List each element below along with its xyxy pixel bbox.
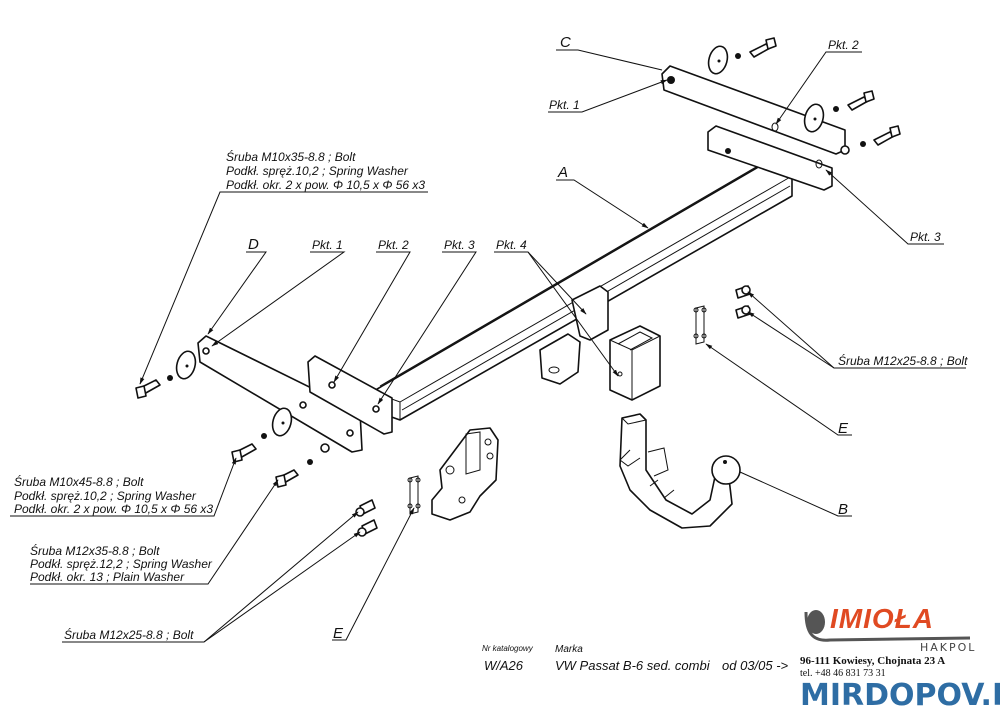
- label-part-e-right: E: [838, 420, 849, 437]
- label-part-a: A: [557, 164, 568, 181]
- brand-logo: IMIOŁA HAKPOL: [804, 603, 976, 654]
- callout-line: Podkł. okr. 2 x pow. Φ 10,5 x Φ 56 x3: [226, 178, 425, 192]
- label-mid-pkt3: Pkt. 3: [444, 238, 475, 252]
- hook-logo-icon: [804, 611, 971, 642]
- hook-ball-icon: [807, 610, 825, 634]
- label-mid-pkt4: Pkt. 4: [496, 238, 527, 252]
- callout-bolt-m12x25-right: Śruba M12x25-8.8 ; Bolt: [838, 353, 968, 368]
- date-range: od 03/05 ->: [722, 658, 789, 673]
- callout-bolt-m12x35: Śruba M12x35-8.8 ; Bolt Podkł. spręż.12,…: [30, 543, 213, 584]
- label-part-c: C: [560, 34, 571, 51]
- tow-ball-part-b: [619, 413, 741, 529]
- brand-phone: tel. +48 46 831 73 31: [800, 668, 886, 679]
- callout-line: Podkł. okr. 13 ; Plain Washer: [30, 570, 185, 584]
- plate-part-d: [197, 335, 363, 453]
- watermark: MIRDOPOV.RU: [800, 678, 1000, 707]
- brand-address: 96-111 Kowiesy, Chojnata 23 A: [800, 655, 945, 667]
- bolts-m12x25-left: [355, 499, 378, 537]
- socket-bracket-e-left: [407, 475, 421, 515]
- label-top-pkt3: Pkt. 3: [910, 230, 941, 244]
- callout-line: Podkł. spręż.10,2 ; Spring Washer: [14, 489, 197, 503]
- make-value: VW Passat B-6 sed. combi: [555, 658, 711, 673]
- socket-bracket-e-right: [693, 305, 707, 345]
- label-part-e-left: E: [333, 625, 344, 642]
- callout-bolt-m10x45: Śruba M10x45-8.8 ; Bolt Podkł. spręż.10,…: [14, 474, 213, 516]
- callout-bolt-m12x25-left: Śruba M12x25-8.8 ; Bolt: [64, 627, 194, 642]
- label-top-pkt1: Pkt. 1: [549, 98, 580, 112]
- label-part-d: D: [248, 236, 259, 253]
- callout-line: Podkł. spręż.10,2 ; Spring Washer: [226, 164, 409, 178]
- socket-mount-bracket: [431, 427, 499, 521]
- callout-line: Śruba M10x35-8.8 ; Bolt: [226, 149, 356, 164]
- title-block: Nr katalogowy W/A26 Marka VW Passat B-6 …: [482, 644, 789, 673]
- callout-line: Podkł. spręż.12,2 ; Spring Washer: [30, 557, 213, 571]
- callout-line: Śruba M10x45-8.8 ; Bolt: [14, 474, 144, 489]
- receiver-box: [609, 325, 661, 401]
- bolts-m12x25-right: [735, 285, 751, 319]
- label-top-pkt2: Pkt. 2: [828, 38, 859, 52]
- catalog-value: W/A26: [484, 658, 524, 673]
- callout-line: Śruba M12x35-8.8 ; Bolt: [30, 543, 160, 558]
- logo-text: IMIOŁA: [830, 603, 934, 634]
- callout-line: Podkł. okr. 2 x pow. Φ 10,5 x Φ 56 x3: [14, 502, 213, 516]
- logo-subtext: HAKPOL: [920, 641, 976, 654]
- make-label: Marka: [555, 644, 583, 655]
- leader-lines: [10, 49, 966, 643]
- label-part-b: B: [838, 501, 848, 518]
- catalog-label: Nr katalogowy: [482, 644, 534, 653]
- callout-bolt-m10x35: Śruba M10x35-8.8 ; Bolt Podkł. spręż.10,…: [226, 149, 425, 192]
- crossbar-part-a: [371, 159, 793, 421]
- plate-left-inner: [307, 355, 393, 435]
- plate-right-inner: [707, 125, 833, 191]
- hardware-top-right: [707, 37, 901, 155]
- label-mid-pkt1: Pkt. 1: [312, 238, 343, 252]
- label-mid-pkt2: Pkt. 2: [378, 238, 409, 252]
